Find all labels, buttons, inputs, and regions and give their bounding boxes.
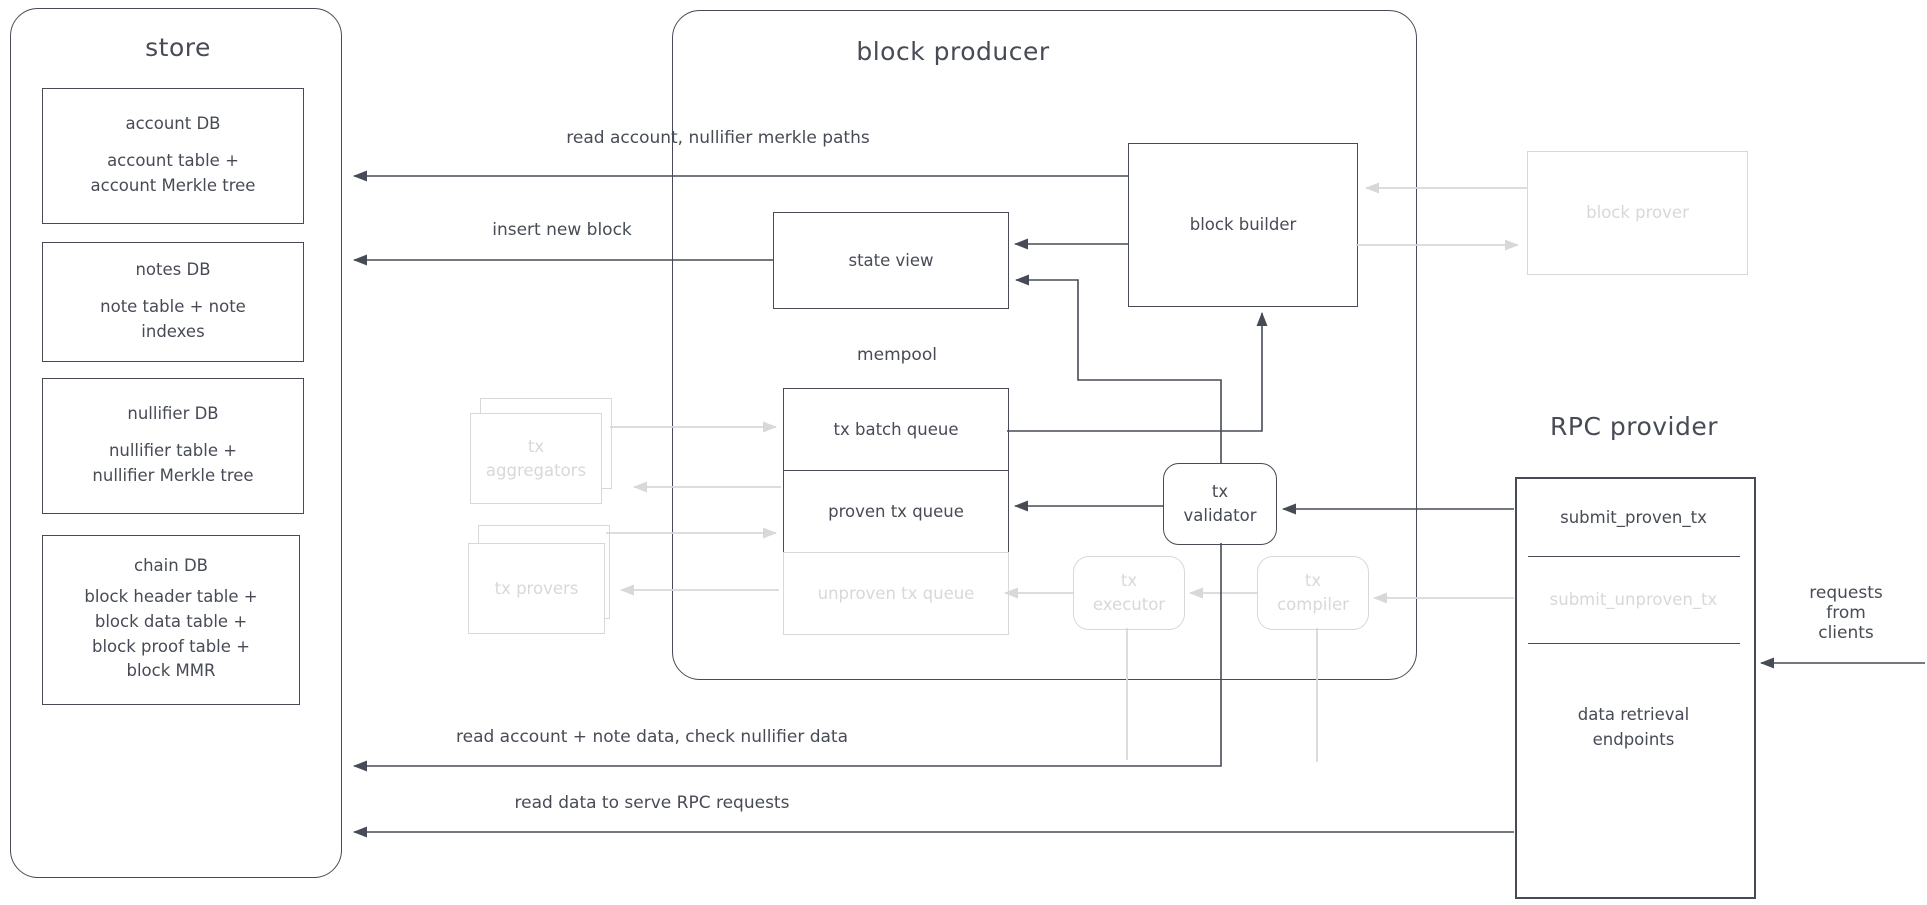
- store-box-chain-db: chain DB block header table + block data…: [42, 535, 300, 705]
- block-builder-node: block builder: [1128, 143, 1358, 307]
- rpc-divider-2: [1528, 643, 1740, 644]
- store-box-account-db: account DB account table + account Merkl…: [42, 88, 304, 224]
- rpc-row-submit-unproven-tx: submit_unproven_tx: [1549, 589, 1718, 609]
- store-box-notes-db: notes DB note table + note indexes: [42, 242, 304, 362]
- rpc-divider-1: [1528, 556, 1740, 557]
- block-prover-node: block prover: [1527, 151, 1748, 275]
- edge-label-insert-new-block: insert new block: [492, 220, 632, 240]
- store-box-nullifier-db: nullifier DB nullifier table + nullifier…: [42, 378, 304, 514]
- unproven-tx-queue-node: unproven tx queue: [783, 552, 1009, 635]
- store-container: [10, 8, 342, 878]
- tx-provers-node: tx provers: [468, 543, 605, 634]
- nullifier-db-body: nullifier table + nullifier Merkle tree: [92, 440, 254, 485]
- rpc-provider-container: [1515, 477, 1756, 899]
- rpc-provider-title: RPC provider: [1549, 412, 1719, 441]
- tx-aggregators-node: tx aggregators: [470, 413, 602, 504]
- notes-db-title: notes DB: [135, 259, 211, 279]
- account-db-body: account table + account Merkle tree: [90, 150, 256, 195]
- nullifier-db-title: nullifier DB: [127, 403, 219, 423]
- edge-label-read-rpc: read data to serve RPC requests: [514, 793, 790, 813]
- edge-label-read-merkle-paths: read account, nullifier merkle paths: [566, 128, 870, 148]
- account-db-title: account DB: [125, 113, 221, 133]
- state-view-node: state view: [773, 212, 1009, 309]
- proven-tx-queue-node: proven tx queue: [783, 470, 1009, 554]
- chain-db-title: chain DB: [134, 556, 208, 575]
- mempool-label: mempool: [857, 345, 937, 365]
- tx-batch-queue-node: tx batch queue: [783, 388, 1009, 472]
- block-producer-title: block producer: [856, 37, 1050, 66]
- requests-from-clients-label: requests from clients: [1809, 583, 1883, 643]
- tx-executor-node: tx executor: [1073, 556, 1185, 630]
- rpc-row-submit-proven-tx: submit_proven_tx: [1560, 507, 1707, 527]
- tx-compiler-node: tx compiler: [1257, 556, 1369, 630]
- store-title: store: [145, 33, 211, 62]
- notes-db-body: note table + note indexes: [100, 296, 246, 341]
- rpc-row-data-retrieval: data retrieval endpoints: [1577, 705, 1690, 749]
- edge-label-read-account-note: read account + note data, check nullifie…: [455, 727, 849, 747]
- chain-db-body: block header table + block data table + …: [84, 587, 258, 681]
- tx-validator-node: tx validator: [1163, 463, 1277, 545]
